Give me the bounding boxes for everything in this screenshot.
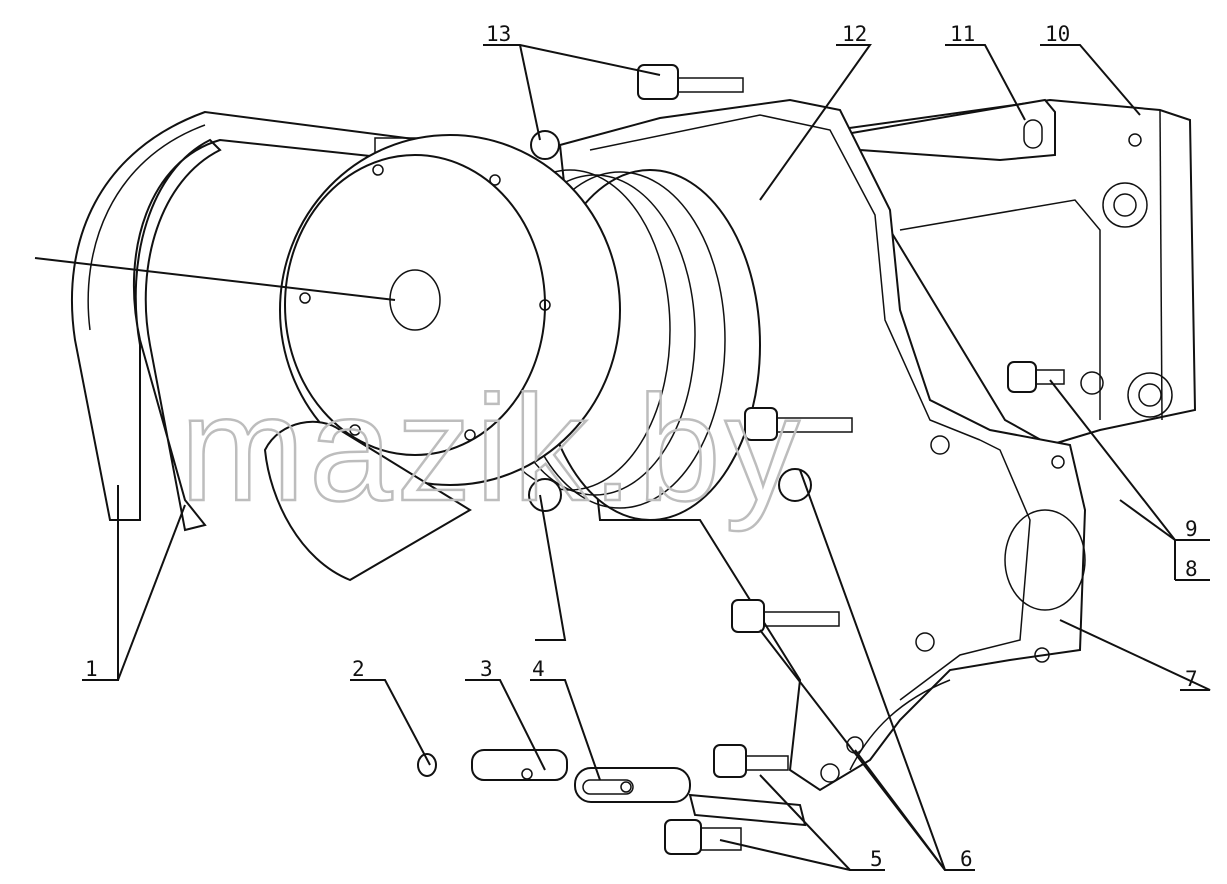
- callout-7: 7: [1185, 667, 1198, 691]
- mounting-bracket: [833, 98, 1197, 447]
- leader-lines: [34, 44, 1211, 871]
- callout-13: 13: [486, 22, 511, 46]
- bolt-13: [530, 64, 744, 160]
- callout-12: 12: [842, 22, 867, 46]
- pulley-assembly: [263, 134, 761, 582]
- bolt-5-lower: [664, 819, 742, 855]
- callout-labels: 1 2 3 4 5 6 7 8 9 10 11 12 13: [85, 22, 1198, 871]
- callout-2: 2: [352, 657, 365, 681]
- bolt-6-lower: [731, 599, 840, 633]
- callout-9: 9: [1185, 517, 1198, 541]
- callout-4: 4: [532, 657, 545, 681]
- callout-8: 8: [1185, 557, 1198, 581]
- callout-11: 11: [950, 22, 975, 46]
- spacer-3: [471, 749, 568, 781]
- bolt-9: [1007, 361, 1104, 395]
- callout-5: 5: [870, 847, 883, 871]
- nut-2: [417, 753, 437, 777]
- watermark: mazik.by: [180, 364, 804, 532]
- bolt-5-upper: [713, 744, 840, 783]
- lower-bolt-left: [528, 478, 562, 512]
- callout-3: 3: [480, 657, 493, 681]
- adjusting-link-4: [574, 767, 807, 827]
- callout-10: 10: [1045, 22, 1070, 46]
- adapter-plate: [837, 98, 1056, 162]
- callout-6: 6: [960, 847, 973, 871]
- callout-1: 1: [85, 657, 98, 681]
